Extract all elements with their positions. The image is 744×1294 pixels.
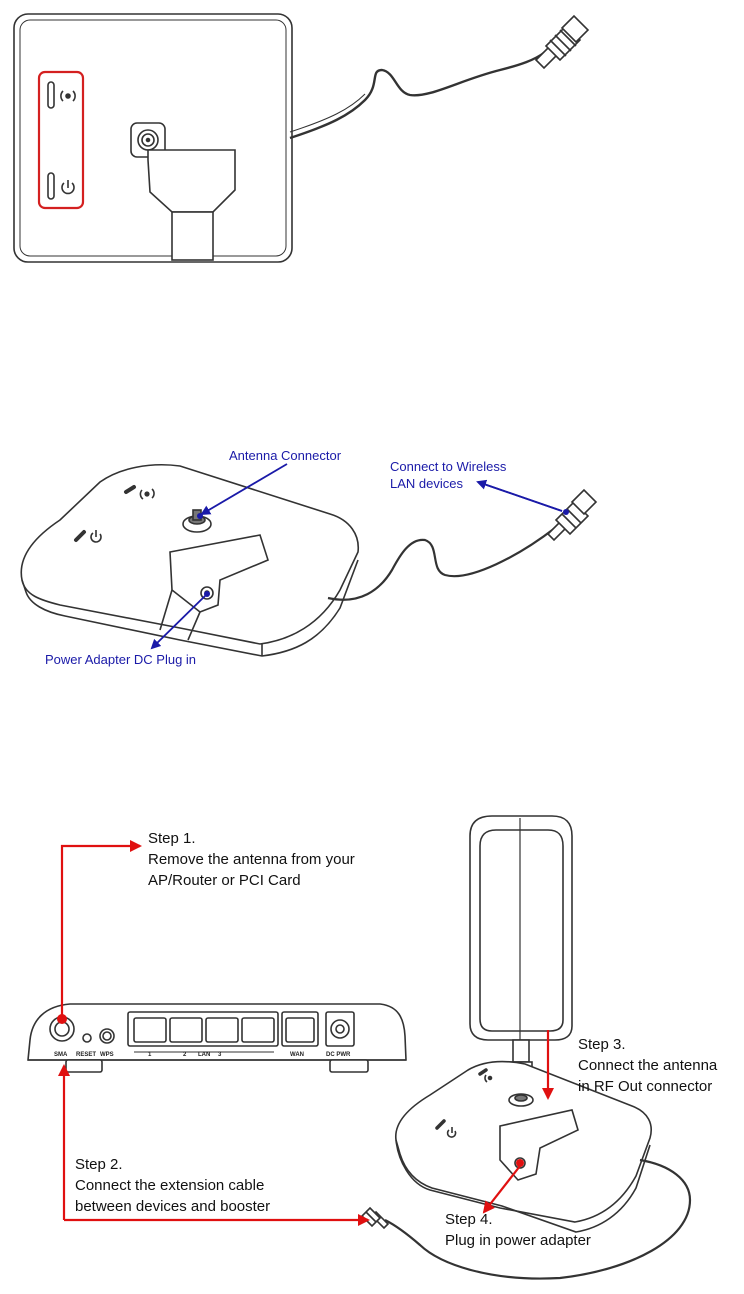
router-lan-ports <box>133 1017 275 1043</box>
booster-small-edge <box>395 1139 651 1233</box>
port-label-lan-3: 3 <box>218 1052 222 1058</box>
lan-port-1 <box>133 1017 167 1043</box>
booster-small-power-icon <box>446 1127 457 1138</box>
label-power-adapter: Power Adapter DC Plug in <box>45 652 196 667</box>
port-label-sma: SMA <box>54 1052 68 1058</box>
figure-booster-front <box>13 13 590 263</box>
figure2-callouts: Antenna Connector Connect to Wireless LA… <box>45 448 563 667</box>
step4-title: Step 4. <box>445 1211 493 1228</box>
lan-port-4 <box>241 1017 275 1043</box>
persp-sma-marker <box>563 509 569 515</box>
label-connect-wireless-1: Connect to Wireless <box>390 459 507 474</box>
persp-cable <box>327 527 556 601</box>
port-label-wps: WPS <box>100 1052 114 1058</box>
arrow-step4 <box>482 1165 521 1214</box>
figure-antenna-booster <box>360 815 692 1280</box>
label-connect-wireless-2: LAN devices <box>390 476 463 491</box>
port-label-dc-pwr: DC PWR <box>326 1052 351 1058</box>
port-label-lan-1: 1 <box>148 1052 152 1058</box>
figure-booster-perspective <box>20 463 598 657</box>
booster-small-signal-icon <box>484 1074 493 1083</box>
front-sma-connector <box>534 14 590 70</box>
figure-router <box>27 1003 407 1073</box>
power-icon <box>61 180 75 195</box>
front-connector-pin <box>145 137 151 143</box>
red-step-arrows <box>57 840 554 1226</box>
arrow-step1 <box>60 840 142 1020</box>
step2-line1: Connect the extension cable <box>75 1177 264 1194</box>
dot-step1-origin <box>57 1014 67 1024</box>
step-labels: Step 1. Remove the antenna from your AP/… <box>75 830 718 1249</box>
dot-power-adapter <box>204 591 210 597</box>
lan-port-2 <box>169 1017 203 1043</box>
router-wps-inner <box>102 1031 112 1041</box>
front-cable <box>289 51 546 140</box>
persp-stand <box>169 534 269 613</box>
router-dc-frame <box>325 1011 355 1047</box>
router-wps-button <box>99 1028 115 1044</box>
persp-led-power <box>74 530 86 542</box>
persp-led-signal <box>124 485 136 494</box>
router-dc-jack-inner <box>335 1024 345 1034</box>
booster-small-cable <box>384 1158 692 1280</box>
booster-small-led-signal <box>478 1068 488 1076</box>
front-connector-inner <box>141 133 155 147</box>
router-foot-left <box>65 1059 103 1073</box>
booster-small-led-power <box>435 1119 446 1130</box>
dot-antenna-connector <box>197 513 203 519</box>
booster-small-connector-top <box>514 1094 528 1102</box>
front-cable-edge <box>289 93 366 133</box>
step3-line1: Connect the antenna <box>578 1057 718 1074</box>
router-wan-port <box>285 1017 315 1043</box>
step1-line1: Remove the antenna from your <box>148 851 355 868</box>
arrow-wireless <box>476 479 563 512</box>
port-label-lan: LAN <box>198 1052 210 1058</box>
step4-line1: Plug in power adapter <box>445 1232 591 1249</box>
antenna-connector-neck <box>512 1039 530 1063</box>
led-highlight-box <box>37 70 85 210</box>
persp-stand-leg <box>159 589 201 641</box>
label-antenna-connector: Antenna Connector <box>229 448 342 463</box>
antenna-panel-inner <box>479 829 564 1032</box>
router-foot-right <box>329 1059 369 1073</box>
booster-body-inner-outline <box>19 19 287 257</box>
front-stand-foot <box>171 211 214 261</box>
step1-title: Step 1. <box>148 830 196 847</box>
router-lan-frame <box>127 1011 279 1047</box>
step1-line2: AP/Router or PCI Card <box>148 872 301 889</box>
led-slot-power <box>47 172 55 200</box>
front-stand <box>147 149 236 213</box>
port-label-lan-2: 2 <box>183 1052 187 1058</box>
booster-small-dc-jack <box>514 1157 526 1169</box>
step2-title: Step 2. <box>75 1156 123 1173</box>
led-slot-signal <box>47 81 55 109</box>
persp-power-icon <box>90 530 102 543</box>
step2-line2: between devices and booster <box>75 1198 270 1215</box>
dot-step4-origin <box>516 1159 524 1167</box>
arrow-antenna-connector <box>200 463 288 516</box>
persp-signal-icon <box>139 488 155 500</box>
router-wan-frame <box>281 1011 319 1047</box>
router-port-labels: SMA RESET WPS 1 2 LAN 3 WAN DC PWR <box>54 1052 351 1058</box>
signal-icon <box>60 90 76 102</box>
port-label-reset: RESET <box>76 1052 96 1058</box>
router-reset-hole <box>82 1033 92 1043</box>
port-label-wan: WAN <box>290 1052 304 1058</box>
booster-small-sma <box>360 1206 390 1230</box>
arrow-power-adapter <box>150 593 208 650</box>
lan-port-3 <box>205 1017 239 1043</box>
step3-title: Step 3. <box>578 1036 626 1053</box>
antenna-panel <box>469 815 573 1041</box>
persp-dc-jack <box>200 586 214 600</box>
router-dc-jack <box>330 1019 350 1039</box>
persp-sma-connector <box>546 488 598 542</box>
step3-line2: in RF Out connector <box>578 1078 712 1095</box>
